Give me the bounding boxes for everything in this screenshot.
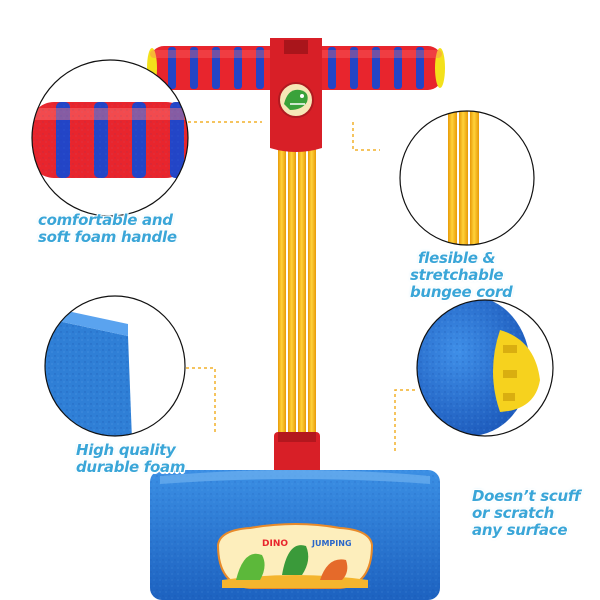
dino-emblem (284, 89, 308, 110)
caption-cord-line1: flesible & (418, 249, 496, 267)
caption-surface-line1: Doesn’t scuff (472, 487, 581, 505)
foam-closeup (44, 295, 186, 437)
caption-cord-line3: bungee cord (410, 283, 513, 301)
caption-handle: comfortable and soft foam handle (38, 212, 177, 246)
caption-handle-line1: comfortable and (38, 211, 173, 229)
caption-foam-line2: durable foam (76, 458, 186, 476)
pogo-stick: DINO JUMPING (147, 38, 445, 600)
handle-connector (270, 38, 322, 152)
caption-foam-line1: High quality (76, 441, 176, 459)
caption-cord: flesible & stretchable bungee cord (410, 249, 513, 301)
surface-closeup (416, 299, 554, 437)
caption-handle-line2: soft foam handle (38, 228, 177, 246)
caption-foam: High quality durable foam (76, 441, 186, 476)
caption-cord-line2: stretchable (410, 266, 504, 284)
caption-surface: Doesn’t scuff or scratch any surface (472, 487, 581, 539)
base-sticker: DINO JUMPING (216, 523, 374, 589)
base-label-word2: JUMPING (311, 539, 352, 548)
cord-closeup (399, 110, 535, 246)
caption-surface-line3: any surface (472, 521, 568, 539)
base-label-word1: DINO (262, 539, 288, 549)
bungee-poles (278, 140, 316, 445)
leader-lines (176, 121, 415, 452)
handle-closeup (31, 59, 189, 217)
caption-surface-line2: or scratch (472, 504, 555, 522)
foam-base: DINO JUMPING (150, 470, 440, 600)
